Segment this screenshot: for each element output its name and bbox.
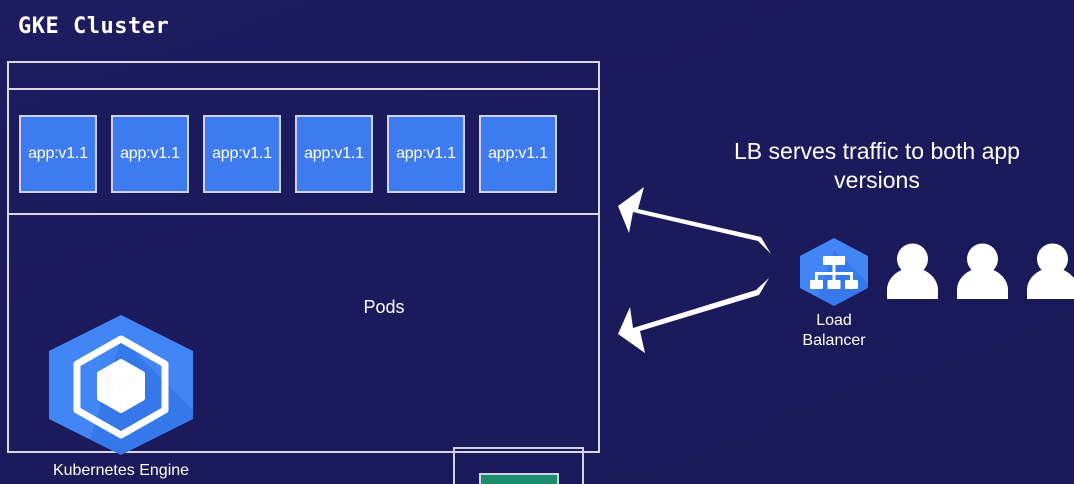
- pod-label: app:v1.1: [304, 145, 364, 162]
- kubernetes-engine-label: Kubernetes Engine: [52, 462, 190, 479]
- pods-section-label: Pods: [363, 297, 405, 317]
- arrow-lb-to-pod-v1-2: [618, 278, 769, 353]
- load-balancer-label-line1: Load: [816, 312, 852, 329]
- load-balancer-label: Load Balancer: [780, 311, 888, 351]
- kubernetes-engine-node[interactable]: Kubernetes Engine: [29, 310, 213, 480]
- pod-app-v1-1[interactable]: app:v1.1: [387, 115, 465, 193]
- user-icon: [885, 243, 940, 299]
- pod-label: app:v1.1: [212, 145, 272, 162]
- pods-row: app:v1.1 app:v1.1 app:v1.1 app:v1.1 app:…: [19, 115, 557, 193]
- pod-app-v1-1[interactable]: app:v1.1: [479, 115, 557, 193]
- kubernetes-engine-hexagon-icon: [41, 310, 201, 460]
- cluster-body: Pods: [9, 215, 598, 484]
- pod-app-v1-1[interactable]: app:v1.1: [295, 115, 373, 193]
- pod-label: app:v1.1: [120, 145, 180, 162]
- lb-caption: LB serves traffic to both app versions: [734, 138, 1020, 193]
- pod-app-v1-2[interactable]: app:v1.2: [478, 472, 559, 484]
- pod-label: app:v1.1: [488, 145, 548, 162]
- pod-app-v1-1[interactable]: app:v1.1: [203, 115, 281, 193]
- pod-container-v1-2: app:v1.2: [453, 447, 584, 484]
- pod-app-v1-1[interactable]: app:v1.1: [19, 115, 97, 193]
- pods-row-band: app:v1.1 app:v1.1 app:v1.1 app:v1.1 app:…: [9, 90, 598, 215]
- pod-label: app:v1.1: [396, 145, 456, 162]
- load-balancer-node[interactable]: Load Balancer: [780, 236, 888, 351]
- user-icon: [955, 243, 1010, 299]
- load-balancer-hexagon-icon: [797, 236, 871, 308]
- load-balancer-label-line2: Balancer: [802, 332, 866, 349]
- cluster-header-band: [9, 63, 598, 90]
- pod-label: app:v1.1: [28, 145, 88, 162]
- users-group: [885, 243, 1074, 299]
- gke-cluster-frame: app:v1.1 app:v1.1 app:v1.1 app:v1.1 app:…: [7, 61, 600, 484]
- page-title: GKE Cluster: [18, 14, 170, 39]
- arrow-lb-to-pods-v1-1: [618, 187, 771, 254]
- pod-app-v1-1[interactable]: app:v1.1: [111, 115, 189, 193]
- user-icon: [1025, 243, 1074, 299]
